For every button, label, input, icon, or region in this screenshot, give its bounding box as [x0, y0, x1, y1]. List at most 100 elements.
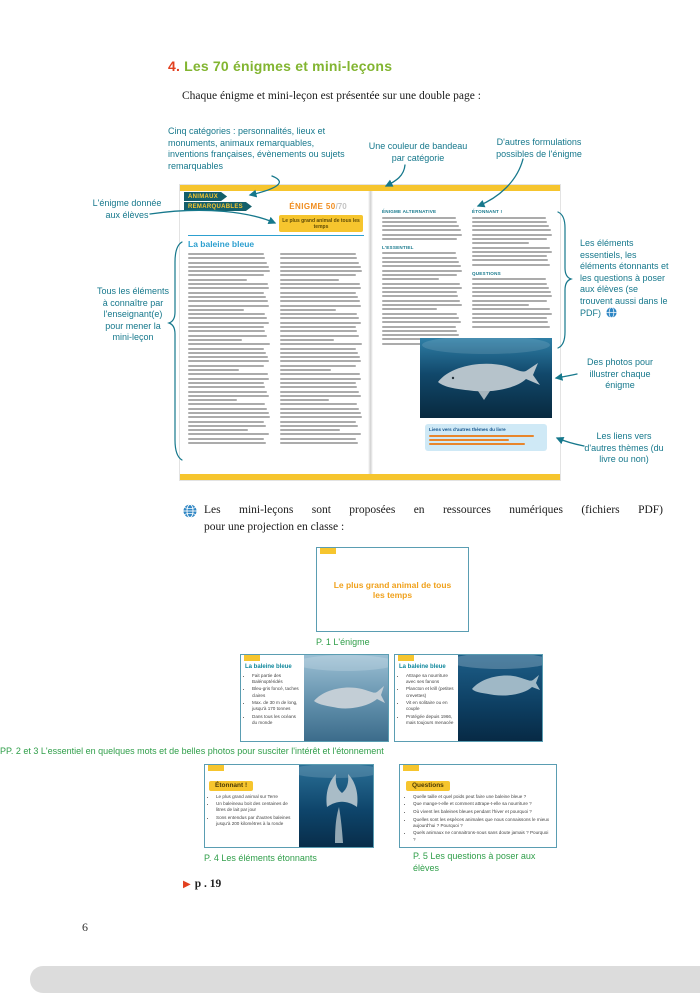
slide-p3-title: La baleine bleue [399, 664, 446, 670]
links-box: Liens vers d'autres thèmes du livre [425, 424, 547, 451]
whale-photo-p3 [450, 653, 550, 741]
digital-resource-icon [183, 504, 197, 518]
links-box-title: Liens vers d'autres thèmes du livre [429, 427, 506, 432]
slide-p2-bullets: Fait partie des Balénoptéridés Bleu-gris… [245, 673, 301, 727]
section-questions-title: QUESTIONS [472, 270, 501, 276]
title-rule [188, 235, 364, 236]
resources-note: Les mini-leçons sont proposées en ressou… [183, 502, 663, 537]
whale-illustration [296, 655, 396, 709]
bullet: Attrape sa nourriture avec ses fanons [406, 673, 455, 685]
slide-p2-title: La baleine bleue [245, 664, 292, 670]
footer-bar [30, 966, 700, 993]
annotation-categories: Cinq catégories : personnalités, lieux e… [168, 126, 345, 171]
slide-p2-content: La baleine bleue Fait partie des Balénop… [245, 664, 301, 728]
bullet: Protégée depuis 1966, mais toujours mena… [406, 714, 455, 726]
slide-p4-title: Étonnant ! [209, 780, 254, 791]
bullet: Sons entendus par d'autres baleines jusq… [216, 815, 295, 827]
arrow-links [555, 436, 585, 447]
section-essentiel-title: L'ESSENTIEL [382, 244, 414, 250]
bullet: Bleu-gris foncé, taches claires [252, 686, 301, 698]
bullet: Où vivent les baleines bleues pendant l'… [413, 809, 550, 815]
annotation-photos: Des photos pour illustrer chaque énigme [586, 357, 654, 391]
whale-photo-p4 [290, 764, 382, 847]
slide-p5: Questions Quelle taille et quel poids pe… [399, 764, 557, 848]
slide-p1-title: Le plus grand animal de tous les temps [333, 579, 452, 600]
arrow-band-color [384, 164, 406, 187]
section-etonnant-title: ÉTONNANT ! [472, 209, 503, 214]
double-page-spread: ANIMAUX REMARQUABLES ÉNIGME 50/70 Le plu… [180, 185, 560, 480]
bullet: Dans tous les océans du monde [252, 714, 301, 726]
caption-p5: P. 5 Les questions à poser aux élèves [413, 851, 536, 873]
etonnant-text [472, 216, 554, 266]
enigma-tag [403, 765, 419, 771]
annotation-links: Les liens vers d'autres thèmes (du livre… [584, 431, 664, 465]
slide-p3: La baleine bleue Attrape sa nourriture a… [394, 653, 550, 742]
slide-p2: La baleine bleue Fait partie des Balénop… [240, 654, 396, 742]
slide-p3-bullets: Attrape sa nourriture avec ses fanons Pl… [399, 673, 455, 727]
triangle-icon: ▶ [183, 879, 191, 890]
bullet: Vit en solitaire ou en couple [406, 700, 455, 712]
caption-p2-p3: PP. 2 et 3 L'essentiel en quelques mots … [0, 746, 384, 756]
category-badge-line2: REMARQUABLES [184, 202, 252, 211]
caption-p4: P. 4 Les éléments étonnants [204, 853, 317, 863]
link-line [429, 434, 534, 437]
enigma-banner: Le plus grand animal de tous les temps [279, 215, 363, 232]
slide-p5-bullets: Quelle taille et quel poids peut faire u… [406, 794, 550, 843]
whale-photo-p2 [296, 655, 396, 741]
intro-text: Chaque énigme et mini-leçon est présenté… [182, 90, 481, 102]
whale-photo [420, 338, 552, 418]
annotation-alt-formulations: D'autres formulations possibles de l'éni… [496, 137, 582, 159]
slide-p4-bullets: Le plus grand animal sur Terre Un balein… [209, 794, 295, 828]
slide-p1: Le plus grand animal de tous les temps [316, 547, 469, 632]
enigma-tag [208, 765, 224, 771]
left-page-text-col1 [188, 253, 272, 446]
link-line [429, 443, 525, 446]
bullet: Max. de 30 m de long, jusqu'à 170 tonnes [252, 700, 301, 712]
annotation-essentials: Les éléments essentiels, les éléments ét… [580, 238, 670, 320]
annotation-enigma-given: L'énigme donnée aux élèves [92, 198, 162, 220]
caption-p1: P. 1 L'énigme [316, 637, 370, 647]
bullet: Un baleineau boit des centaines de litre… [216, 801, 295, 813]
enigma-number: ÉNIGME 50/70 [289, 202, 347, 211]
bullet: Quelles sont les espèces animales que no… [413, 817, 550, 829]
bullet: Fait partie des Balénoptéridés [252, 673, 301, 685]
slide-p5-content: Questions Quelle taille et quel poids pe… [406, 774, 550, 844]
alternative-text [382, 216, 464, 240]
questions-text [472, 278, 554, 328]
annotation-band-color: Une couleur de bandeau par catégorie [368, 141, 468, 163]
annotation-teacher-knowledge: Tous les éléments à connaître par l'ense… [96, 286, 170, 343]
whale-illustration [422, 338, 550, 400]
bottom-color-band [180, 474, 560, 480]
bullet: Le plus grand animal sur Terre [216, 794, 295, 800]
bullet: Quels animaux ne connaitrons-nous sans d… [413, 830, 550, 842]
section-heading: 4.Les 70 énigmes et mini-leçons [168, 58, 392, 74]
digital-resource-icon [605, 307, 617, 319]
category-color-band [180, 185, 560, 191]
article-title: La baleine bleue [188, 239, 255, 249]
section-number: 4. [168, 58, 181, 74]
annotation-essentials-text: Les éléments essentiels, les éléments ét… [580, 238, 669, 319]
right-page-col1: ÉNIGME ALTERNATIVE L'ESSENTIEL [382, 209, 464, 347]
bullet: Quelle taille et quel poids peut faire u… [413, 794, 550, 800]
link-line [429, 438, 509, 441]
enigma-tag [320, 548, 336, 554]
section-title: Les 70 énigmes et mini-leçons [184, 58, 393, 74]
essentiel-text [382, 252, 464, 345]
page-gutter [368, 191, 373, 474]
bullet: Plancton et krill (petites crevettes) [406, 686, 455, 698]
whale-tail-illustration [290, 764, 382, 843]
page-link-label: p . 19 [194, 878, 222, 890]
slide-p4-content: Étonnant ! Le plus grand animal sur Terr… [209, 774, 295, 829]
slide-p4: Étonnant ! Le plus grand animal sur Terr… [204, 764, 382, 848]
slide-p5-title: Questions [406, 780, 450, 791]
section-alternative-title: ÉNIGME ALTERNATIVE [382, 209, 437, 214]
page-link[interactable]: ▶p . 19 [183, 878, 221, 890]
enigma-tag [398, 655, 414, 661]
resources-note-line2: pour une projection en classe : [204, 521, 345, 534]
page-number: 6 [82, 920, 88, 934]
slide-p3-content: La baleine bleue Attrape sa nourriture a… [399, 664, 455, 728]
category-badge: ANIMAUX REMARQUABLES [184, 192, 252, 211]
enigma-tag [244, 655, 260, 661]
whale-illustration [450, 653, 550, 696]
left-page-text-col2 [280, 253, 364, 446]
